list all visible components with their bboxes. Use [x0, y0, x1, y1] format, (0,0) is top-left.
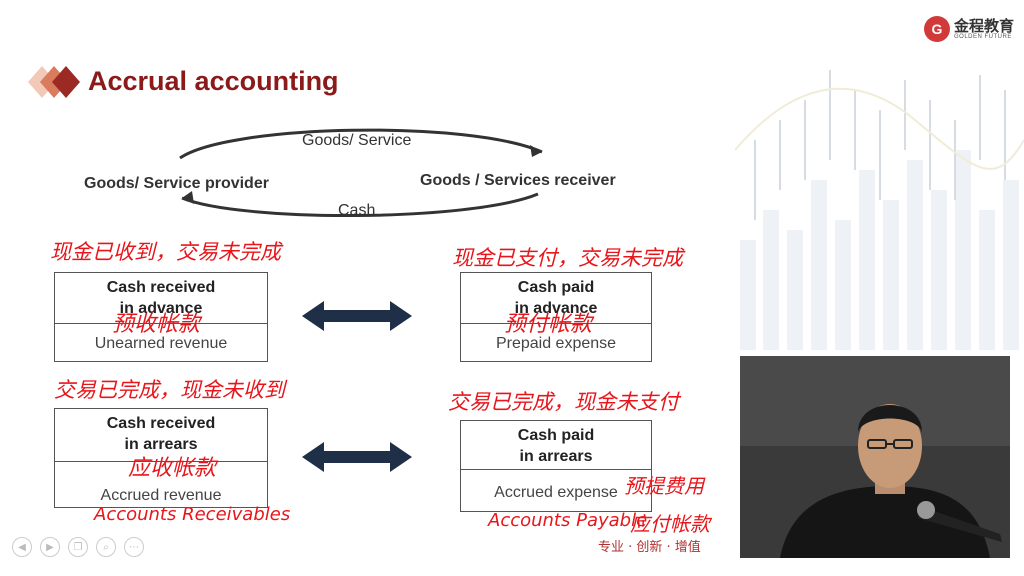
box-heading-line1: Cash received	[106, 279, 216, 296]
double-arrow-icon	[302, 301, 412, 331]
box-cash-received-in-advance: Cash received in advance Unearned revenu…	[54, 272, 268, 362]
presenter-video	[740, 356, 1010, 558]
flow-goods-service-label: Goods/ Service	[302, 132, 412, 149]
box-heading-line2: in arrears	[124, 436, 198, 453]
double-arrow-icon	[302, 442, 412, 472]
title-diamond-icon	[28, 66, 80, 98]
box-heading-line2: in arrears	[519, 448, 593, 465]
box-account-name: Unearned revenue	[94, 335, 228, 352]
box-account-name: Accrued revenue	[100, 487, 222, 504]
box-cash-paid-in-advance: Cash paid in advance Prepaid expense	[460, 272, 652, 362]
handwritten-note-cash-received-advance: 现金已收到，交易未完成	[50, 240, 281, 264]
slide-player-controls: ◀ ▶ ❐ ⌕ ⋯	[12, 537, 144, 557]
handwritten-side-annotation: 应付帐款	[630, 512, 710, 536]
handwritten-note-cash-paid-arrears: 交易已完成，现金未支付	[448, 390, 679, 414]
box-heading-line1: Cash paid	[517, 279, 595, 296]
zoom-icon[interactable]: ⌕	[96, 537, 116, 557]
provider-label: Goods/ Service provider	[84, 175, 269, 192]
more-icon[interactable]: ⋯	[124, 537, 144, 557]
handwritten-english-annotation: Accounts Payable	[488, 510, 648, 531]
handwritten-box-annotation: 预收帐款	[112, 312, 201, 337]
slide-title: Accrual accounting	[88, 66, 339, 96]
box-cash-paid-in-arrears: Cash paid in arrears Accrued expense	[460, 420, 652, 512]
flow-cash-label: Cash	[338, 202, 376, 219]
box-heading-line2: in advance	[514, 300, 598, 317]
presenter-avatar	[740, 356, 1010, 558]
receiver-label: Goods / Services receiver	[420, 172, 616, 189]
box-account-name: Prepaid expense	[495, 335, 617, 352]
box-cash-received-in-arrears: Cash received in arrears Accrued revenue	[54, 408, 268, 508]
handwritten-side-annotation: 预提费用	[624, 474, 704, 498]
flow-cycle-arrows	[179, 128, 543, 217]
handwritten-box-annotation: 预付帐款	[504, 312, 593, 337]
handwritten-box-annotation: 应收帐款	[128, 456, 217, 481]
copy-icon[interactable]: ❐	[68, 537, 88, 557]
handwritten-note-cash-paid-advance: 现金已支付，交易未完成	[452, 246, 683, 270]
handwritten-english-annotation: Accounts Receivables	[94, 504, 291, 525]
brand-logo: G 金程教育 GOLDEN FUTURE	[924, 16, 1014, 42]
logo-mark-icon: G	[924, 16, 950, 42]
next-icon[interactable]: ▶	[40, 537, 60, 557]
box-account-name: Accrued expense	[494, 484, 618, 501]
logo-english-name: GOLDEN FUTURE	[954, 33, 1012, 40]
background-chart-decoration	[735, 70, 1024, 350]
logo-chinese-name: 金程教育	[954, 16, 1015, 35]
prev-icon[interactable]: ◀	[12, 537, 32, 557]
slogan-text: 专业 · 创新 · 增值	[598, 540, 701, 555]
box-heading-line1: Cash received	[106, 415, 216, 432]
handwritten-note-cash-received-arrears: 交易已完成，现金未收到	[54, 378, 285, 402]
box-heading-line2: in advance	[119, 300, 203, 317]
box-heading-line1: Cash paid	[517, 427, 595, 444]
